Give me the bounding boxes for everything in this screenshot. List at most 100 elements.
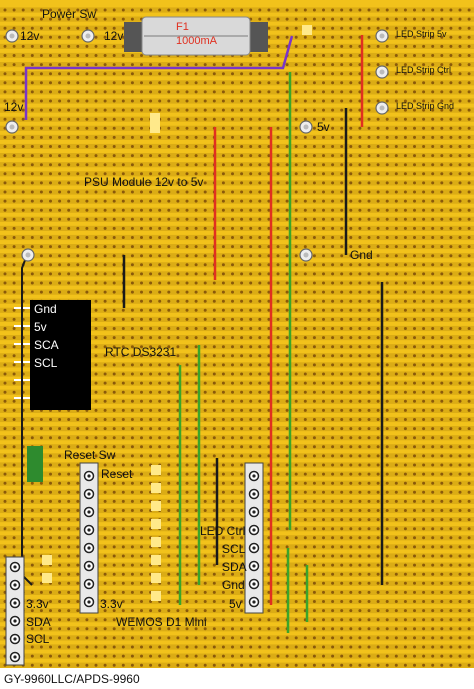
hole: [258, 445, 262, 449]
hole: [176, 354, 180, 358]
hole: [39, 490, 43, 494]
hole: [267, 199, 271, 203]
hole: [176, 572, 180, 576]
hole: [458, 199, 462, 203]
hole: [431, 81, 435, 85]
hole: [376, 499, 380, 503]
hole: [130, 454, 134, 458]
hole: [212, 399, 216, 403]
hole: [467, 63, 471, 67]
hole: [21, 26, 25, 30]
hole: [112, 481, 116, 485]
hole: [58, 481, 62, 485]
hole: [449, 317, 453, 321]
hole: [212, 281, 216, 285]
hole: [112, 190, 116, 194]
hole: [358, 572, 362, 576]
hole: [212, 299, 216, 303]
hole: [103, 390, 107, 394]
hole: [340, 208, 344, 212]
hole: [30, 572, 34, 576]
hole: [158, 272, 162, 276]
hole: [167, 518, 171, 522]
hole: [140, 499, 143, 503]
hole: [112, 372, 116, 376]
hole: [367, 390, 371, 394]
hole: [3, 26, 7, 30]
hole: [322, 600, 325, 603]
hole: [467, 536, 471, 540]
hole: [112, 290, 116, 294]
hole: [385, 363, 389, 367]
hole: [467, 44, 471, 48]
hole: [440, 563, 444, 567]
hole: [413, 563, 416, 567]
hole: [413, 336, 416, 340]
hole: [67, 263, 71, 267]
hole: [149, 445, 153, 449]
hole: [349, 563, 353, 567]
hole: [112, 217, 116, 221]
hole: [440, 354, 444, 358]
hole: [185, 427, 189, 431]
hole: [3, 54, 7, 57]
hole: [422, 190, 426, 194]
hole: [349, 199, 353, 203]
hole: [294, 154, 298, 158]
hole: [67, 117, 71, 121]
hole: [358, 545, 362, 549]
hole: [349, 372, 353, 376]
hole: [194, 663, 198, 667]
hole: [376, 317, 380, 321]
hole: [458, 572, 462, 576]
hole: [422, 172, 426, 176]
hole: [149, 317, 153, 321]
hole: [231, 145, 234, 148]
hole: [167, 472, 171, 476]
hole: [331, 454, 335, 458]
hole: [294, 572, 298, 576]
hole: [140, 317, 143, 321]
hole: [149, 236, 153, 239]
led-strip-5v-label: LED Strip 5v: [396, 29, 447, 39]
hole: [294, 436, 298, 440]
hole: [276, 427, 280, 431]
hole: [467, 126, 471, 130]
hole: [221, 226, 225, 230]
hole: [231, 654, 234, 658]
hole: [149, 363, 153, 367]
hole: [103, 108, 107, 112]
track-break: [151, 573, 161, 583]
hole: [312, 472, 316, 476]
hole: [340, 636, 344, 640]
hole: [322, 445, 325, 449]
hole: [140, 445, 143, 449]
reset-pin-label: Reset: [101, 467, 133, 481]
hole: [203, 472, 207, 476]
hole: [130, 418, 134, 421]
hole: [194, 308, 198, 312]
hole: [440, 254, 444, 258]
copper-track: [0, 489, 474, 495]
hole: [312, 317, 316, 321]
hole: [376, 145, 380, 148]
hole: [422, 299, 426, 303]
hole: [249, 399, 253, 403]
hole: [30, 545, 34, 549]
hole: [67, 654, 71, 658]
hole: [39, 481, 43, 485]
copper-track: [0, 553, 474, 559]
hole: [39, 609, 43, 613]
hole: [221, 126, 225, 130]
hole: [221, 600, 225, 603]
hole: [358, 8, 362, 12]
hole: [413, 317, 416, 321]
hole: [194, 372, 198, 376]
hole: [431, 554, 435, 558]
hole: [322, 99, 325, 103]
hole: [121, 572, 125, 576]
hole: [376, 54, 380, 57]
hole: [112, 54, 116, 57]
hole: [394, 345, 398, 349]
hole: [39, 135, 43, 139]
